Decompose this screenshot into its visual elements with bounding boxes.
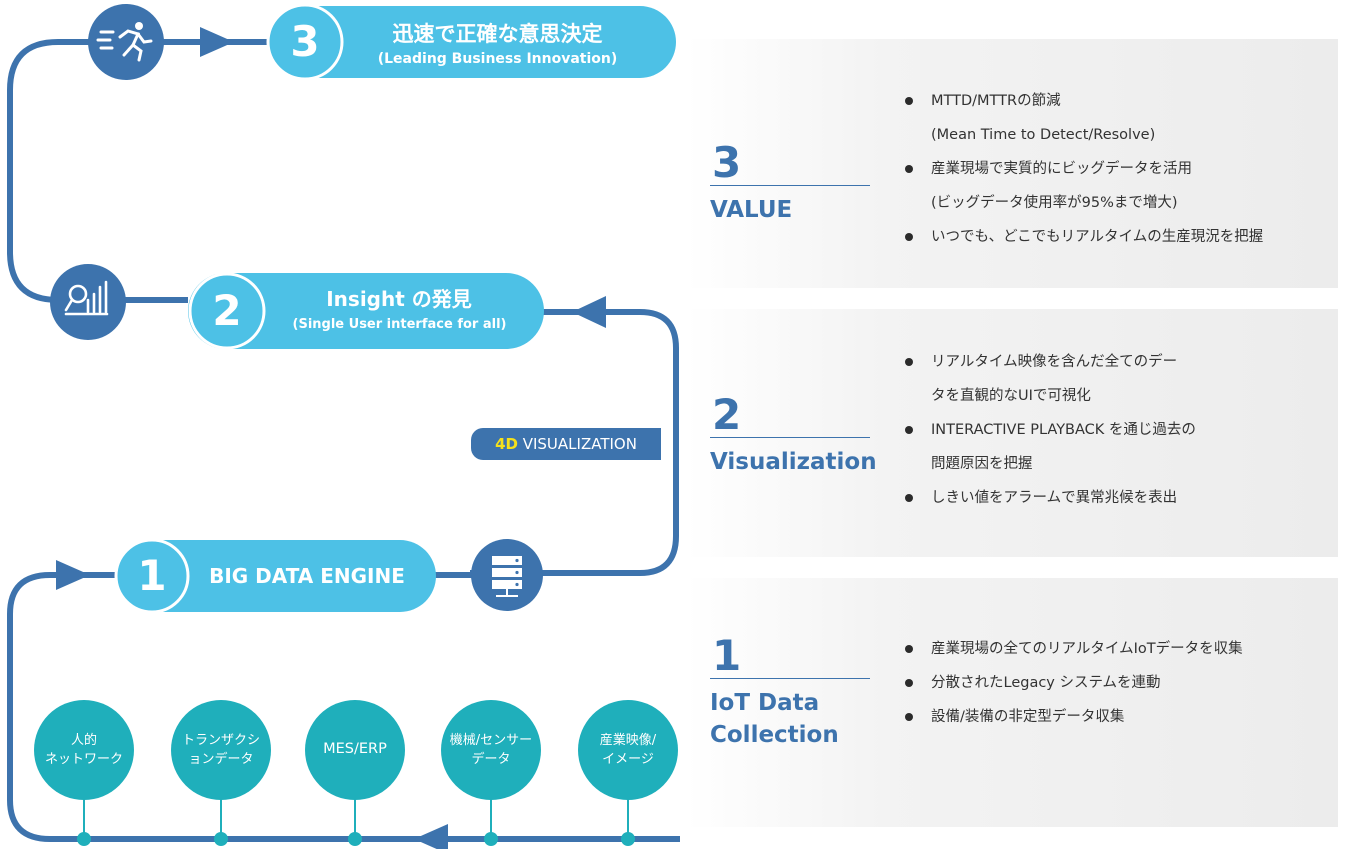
arrow-right-engine [56, 560, 90, 590]
visualization-name: Visualization [710, 449, 877, 475]
list-item: 産業現場で実質的にビッグデータを活用 (ビッグデータ使用率が95%まで増大) [905, 152, 1325, 220]
step3-number: 3 [290, 17, 320, 66]
value-number: 3 [710, 141, 870, 186]
source-label-transaction-data: トランザクシ ョンデータ [181, 733, 260, 767]
source-label-human-network: 人的 ネットワーク [44, 733, 123, 767]
list-item: 分散されたLegacy システムを連動 [905, 666, 1325, 700]
list-item: INTERACTIVE PLAYBACK を通じ過去の 問題原因を把握 [905, 413, 1325, 481]
step3-number-circle [266, 3, 344, 81]
list-item: 設備/装備の非定型データ収集 [905, 700, 1325, 734]
flow-line-top-loop [7, 39, 268, 303]
step3-pill [268, 6, 676, 78]
list-item: MTTD/MTTRの節減 (Mean Time to Detect/Resolv… [905, 84, 1325, 152]
list-item: いつでも、どこでもリアルタイムの生産現況を把握 [905, 220, 1325, 254]
list-item: しきい値をアラームで異常兆候を表出 [905, 481, 1325, 515]
step2-subtitle: (Single User interface for all) [292, 317, 507, 332]
list-item: リアルタイム映像を含んだ全てのデー タを直観的なUIで可視化 [905, 345, 1325, 413]
step1-title: BIG DATA ENGINE [209, 564, 405, 588]
arrow-left-mid [572, 296, 606, 328]
value-name: VALUE [710, 197, 793, 223]
source-label-industrial-video: 産業映像/ イメージ [599, 733, 657, 767]
visualization-heading: 2 Visualization [710, 393, 877, 478]
value-heading: 3 VALUE [710, 141, 870, 226]
panel-visualization [686, 309, 1338, 557]
arrow-right-top [200, 27, 234, 57]
viz-badge-text: VISUALIZATION [517, 435, 637, 453]
source-label-mes-erp: MES/ERP [323, 741, 387, 757]
visualization-number: 2 [710, 393, 870, 438]
source-label-machine-sensor: 機械/センサー データ [449, 733, 533, 767]
server-stack-icon [492, 556, 522, 597]
step2-title: Insight の発見 [326, 287, 472, 311]
source-circles [34, 700, 678, 800]
visualization-bullet-list: リアルタイム映像を含んだ全てのデー タを直観的なUIで可視化 INTERACTI… [905, 345, 1325, 515]
iot-bullet-list: 産業現場の全てのリアルタイムIoTデータを収集 分散されたLegacy システム… [905, 632, 1325, 734]
step2-number: 2 [212, 286, 242, 335]
iot-number: 1 [710, 634, 870, 679]
panel-iot [686, 578, 1338, 827]
process-flow-diagram [7, 3, 680, 849]
analytics-chart-icon [64, 280, 109, 316]
step1-number: 1 [137, 551, 167, 600]
viz-badge-highlight: 4D [495, 435, 518, 453]
step1-pill [118, 540, 436, 612]
running-person-icon [96, 22, 153, 62]
step3-title: 迅速で正確な意思決定 [392, 22, 603, 46]
value-bullet-list: MTTD/MTTRの節減 (Mean Time to Detect/Resolv… [905, 84, 1325, 254]
step2-number-circle [188, 272, 266, 350]
step3-subtitle: (Leading Business Innovation) [377, 51, 618, 67]
flow-line-viz-loop [470, 309, 679, 576]
step2-pill [188, 273, 544, 349]
iot-heading: 1 IoT Data Collection [710, 634, 870, 751]
step3-icon-circle [88, 4, 164, 80]
iot-name: IoT Data Collection [710, 690, 839, 748]
flow-line-bottom-loop [7, 572, 680, 842]
list-item: 産業現場の全てのリアルタイムIoTデータを収集 [905, 632, 1325, 666]
visualization-badge: 4D VISUALIZATION [471, 428, 661, 460]
source-dots [77, 832, 635, 846]
step1-number-circle [114, 538, 190, 614]
arrow-left-bottom [414, 824, 448, 849]
panel-value [686, 39, 1338, 288]
